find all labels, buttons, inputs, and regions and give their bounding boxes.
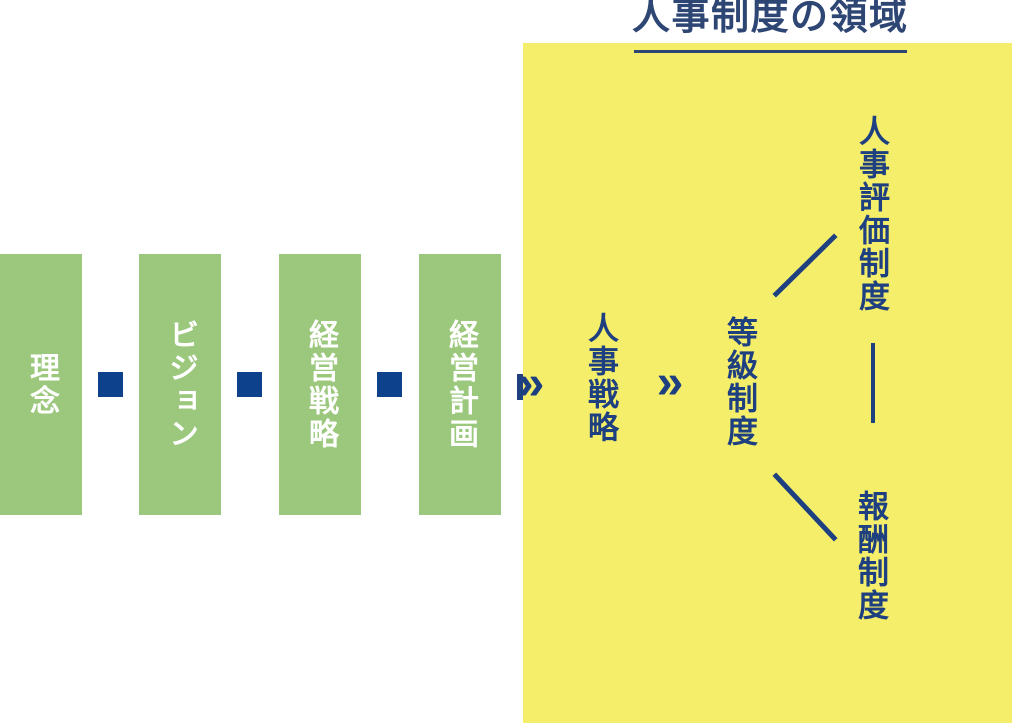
flow-box-management-plan: 経営計画 bbox=[419, 254, 501, 515]
label-hr-strategy: 人事戦略 bbox=[583, 312, 618, 444]
label-compensation-system: 報酬制度 bbox=[853, 490, 888, 622]
flow-box-label: ビジョン bbox=[164, 318, 197, 451]
title-underline bbox=[634, 50, 907, 53]
flow-box-philosophy: 理念 bbox=[0, 254, 82, 515]
flow-box-vision: ビジョン bbox=[139, 254, 221, 515]
connector-square bbox=[98, 372, 123, 397]
flow-box-label: 経営計画 bbox=[444, 318, 477, 451]
flow-box-label: 理念 bbox=[25, 351, 58, 418]
flow-box-label: 経営戦略 bbox=[304, 318, 337, 451]
label-evaluation-system: 人事評価制度 bbox=[854, 115, 889, 313]
connector-bar bbox=[517, 374, 523, 400]
hr-domain-panel bbox=[523, 43, 1012, 723]
connector-square bbox=[377, 372, 402, 397]
connector-square bbox=[237, 372, 262, 397]
chevron-double-right-icon: » bbox=[656, 356, 684, 409]
label-grade-system: 等級制度 bbox=[722, 316, 757, 448]
flow-box-management-strategy: 経営戦略 bbox=[279, 254, 361, 515]
chevron-double-right-icon: » bbox=[517, 357, 545, 410]
hr-domain-title: 人事制度の領域 bbox=[632, 0, 909, 38]
